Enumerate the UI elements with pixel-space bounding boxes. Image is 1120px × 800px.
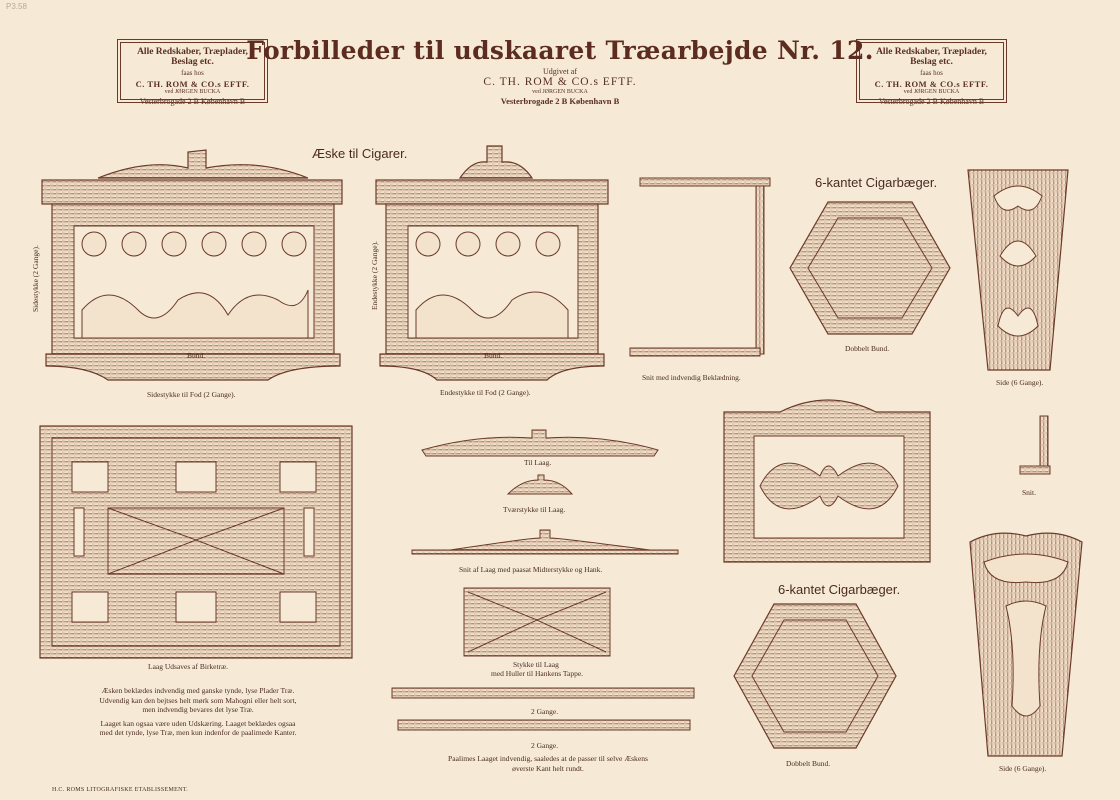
ad-line-3: C. TH. ROM & CO.s EFTF.	[874, 79, 989, 89]
front-panel-drawing	[723, 399, 931, 563]
ad-line-1: Alle Redskaber, Træplader, Beslag etc.	[137, 47, 248, 67]
snit-drawing	[1019, 415, 1051, 475]
caption-lid-piece-1: Stykke til Laag	[513, 660, 559, 669]
ad-line-2: faas hos	[181, 69, 204, 77]
caption-to-lid: Til Laag.	[524, 458, 552, 467]
caption-side-vertical: Sidestykke (2 Gange).	[31, 245, 40, 312]
lid-piece-drawing	[463, 587, 611, 657]
to-lid-drawing	[421, 429, 659, 457]
caption-lid-piece-2: med Huller til Hankens Tappe.	[491, 669, 584, 678]
caption-cross-piece: Tværstykke til Laag.	[503, 505, 566, 514]
section-hex-cup-2: 6-kantet Cigarbæger.	[778, 582, 901, 597]
ad-line-5: Vesterbrogade 2 B København B	[139, 97, 246, 106]
ad-line-4: ved JØRGEN BUCKA	[903, 89, 960, 95]
note-center-line-2: øverste Kant helt rundt.	[512, 763, 584, 773]
hex-bottom-1-drawing	[789, 201, 951, 335]
caption-double-bottom-1: Dobbelt Bund.	[845, 344, 890, 353]
side-piece-drawing	[41, 149, 343, 381]
ad-line-3: C. TH. ROM & CO.s EFTF.	[135, 79, 250, 89]
strip-2-drawing	[397, 719, 691, 731]
hex-bottom-2-drawing	[733, 603, 897, 749]
caption-side-6-1: Side (6 Gange).	[996, 378, 1044, 387]
section-cigar-box: Æske til Cigarer.	[312, 146, 408, 161]
ad-box-left: Alle Redskaber, Træplader, Beslag etc. f…	[117, 39, 268, 106]
note-left: Æsken beklædes indvendig med ganske tynd…	[48, 686, 348, 738]
section-hex-cup-1: 6-kantet Cigarbæger.	[815, 175, 938, 190]
ad-line-2: faas hos	[920, 69, 943, 77]
publisher-line-4: Vesterbrogade 2 B København B	[500, 96, 620, 106]
side-6-drawing-1	[967, 169, 1069, 371]
printer-imprint: H.C. ROMS LITOGRAFISKE ETABLISSEMENT.	[52, 787, 189, 793]
caption-double-bottom-2: Dobbelt Bund.	[786, 759, 831, 768]
note-center-line-1: Paalimes Laaget indvendig, saaledes at d…	[448, 754, 648, 763]
note-left-line-1: Æsken beklædes indvendig med ganske tynd…	[101, 686, 295, 695]
ad-line-4: ved JØRGEN BUCKA	[164, 89, 221, 95]
publisher-line-1: Udgivet af	[543, 67, 577, 76]
corner-mark: P3.58	[6, 2, 27, 11]
caption-section-lining: Snit med indvendig Beklædning.	[642, 373, 741, 382]
ad-line-5: Vesterbrogade 2 B København B	[878, 97, 985, 106]
note-center: Paalimes Laaget indvendig, saaledes at d…	[408, 754, 688, 773]
caption-two-times-2: 2 Gange.	[531, 741, 559, 750]
publisher-line-3: ved JØRGEN BUCKA	[532, 89, 588, 95]
ad-box-right: Alle Redskaber, Træplader, Beslag etc. f…	[856, 39, 1007, 106]
note-left-line-5: med det tynde, lyse Træ, men kun indenfo…	[99, 728, 297, 737]
lid-section-drawing	[411, 529, 679, 555]
caption-end-vertical: Endestykke (2 Gange).	[370, 241, 379, 310]
caption-lid: Laag Udsaves af Birketræ.	[148, 662, 228, 671]
caption-bund-1: Bund.	[187, 351, 206, 360]
publisher-line-2: C. TH. ROM & CO.s EFTF.	[483, 76, 637, 88]
caption-side-6-2: Side (6 Gange).	[999, 764, 1047, 773]
strip-1-drawing	[391, 687, 695, 699]
ad-line-1: Alle Redskaber, Træplader, Beslag etc.	[876, 47, 987, 67]
note-left-line-2: Udvendig kan den bejtses helt mørk som M…	[99, 695, 297, 705]
caption-bund-2: Bund.	[484, 351, 503, 360]
caption-side-piece: Sidestykke til Fod (2 Gange).	[147, 390, 236, 399]
section-lining-drawing	[629, 177, 771, 357]
note-left-line-4: Laaget kan ogsaa være uden Udskæring. La…	[100, 718, 296, 728]
cross-piece-drawing	[506, 474, 574, 495]
note-left-line-3: men indvendig bevares det lyse Træ.	[142, 705, 254, 714]
page-title: Forbilleder til udskaaret Træarbejde Nr.…	[246, 36, 874, 65]
caption-two-times-1: 2 Gange.	[531, 707, 559, 716]
side-6-drawing-2	[969, 532, 1083, 757]
caption-end-piece: Endestykke til Fod (2 Gange).	[440, 388, 531, 397]
caption-lid-section: Snit af Laag med paasat Midterstykke og …	[459, 565, 603, 574]
caption-snit: Snit.	[1022, 488, 1036, 497]
end-piece-drawing	[375, 145, 609, 381]
lid-drawing	[39, 425, 353, 659]
